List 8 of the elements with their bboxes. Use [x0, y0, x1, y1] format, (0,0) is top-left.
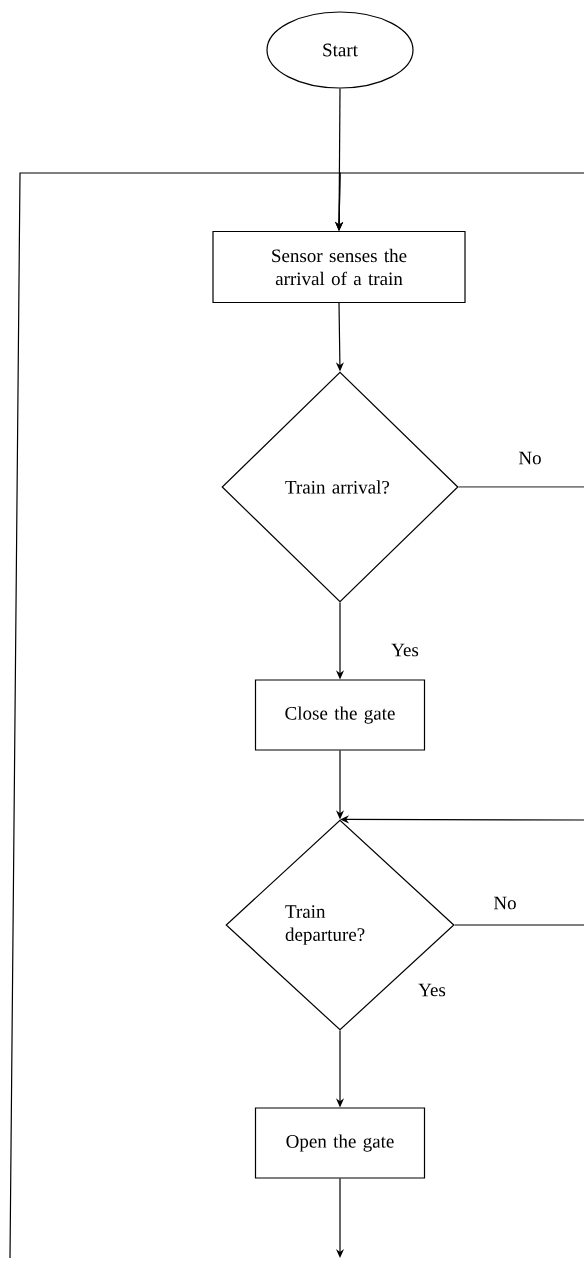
- process-box: Sensor senses the arrival of a train: [212, 230, 466, 304]
- arrow: [335, 172, 584, 231]
- edge-label: Yes: [390, 642, 420, 658]
- edge-label: No: [492, 895, 518, 911]
- process-box: Open the gate: [254, 1107, 426, 1179]
- edge-label: Yes: [417, 982, 447, 998]
- process-box: Close the gate: [254, 679, 426, 751]
- edge-label: No: [517, 450, 543, 466]
